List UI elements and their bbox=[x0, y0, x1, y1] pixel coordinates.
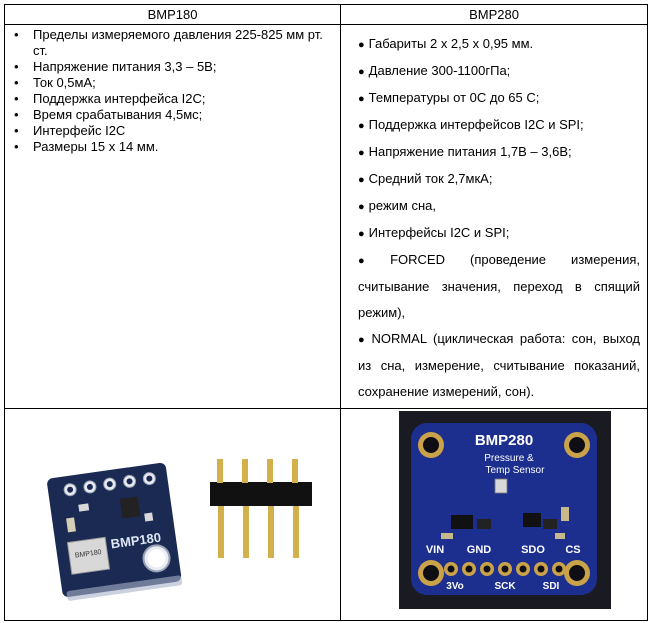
bmp180-chip bbox=[66, 536, 111, 575]
bmp280-image-cell: BMP280 Pressure & Temp Sensor VIN GND bbox=[340, 408, 648, 621]
list-item: ●Средний ток 2,7мкА; bbox=[358, 171, 493, 186]
list-item: ●Интерфейсы I2C и SPI; bbox=[358, 225, 510, 240]
list-item: Пределы измеряемого давления 225-825 мм … bbox=[14, 27, 332, 59]
bmp280-specs-cell: ●Габариты 2 х 2,5 х 0,95 мм. ●Давление 3… bbox=[340, 24, 648, 409]
list-item: Время срабатывания 4,5мс; bbox=[14, 107, 332, 123]
board-title: BMP280 bbox=[475, 432, 533, 449]
bmp280-pcb bbox=[411, 423, 597, 595]
header-row: BMP180 BMP280 bbox=[4, 4, 648, 25]
bmp180-spec-list: Пределы измеряемого давления 225-825 мм … bbox=[5, 27, 340, 155]
bmp280-spec-list: ●Габариты 2 х 2,5 х 0,95 мм. ●Давление 3… bbox=[341, 31, 647, 405]
bmp180-specs-cell: Пределы измеряемого давления 225-825 мм … bbox=[4, 24, 341, 409]
pin-label: SCK bbox=[494, 581, 516, 592]
list-item: ●NORMAL (циклическая работа: сон, выход … bbox=[358, 331, 640, 399]
bmp280-board-image: BMP280 Pressure & Temp Sensor VIN GND bbox=[399, 411, 611, 609]
pin-label: SDI bbox=[543, 581, 560, 592]
board-subtitle: Pressure & bbox=[484, 453, 534, 464]
list-item: ●Напряжение питания 1,7В – 3,6В; bbox=[358, 144, 572, 159]
list-item: ●Давление 300-1100гПа; bbox=[358, 63, 511, 78]
images-row: BMP180 BMP180 bbox=[4, 408, 648, 621]
comparison-table: BMP180 BMP280 Пределы измеряемого давлен… bbox=[4, 4, 648, 621]
pin-header-image bbox=[210, 459, 312, 558]
list-item: ●FORCED (проведение измерения, считывани… bbox=[358, 252, 640, 320]
list-item: ●Температуры от 0С до 65 С; bbox=[358, 90, 540, 105]
chip-label: BMP180 bbox=[75, 549, 103, 560]
list-item: Размеры 15 х 14 мм. bbox=[14, 139, 332, 155]
pin-label: VIN bbox=[426, 544, 444, 556]
header-bmp180: BMP180 bbox=[4, 4, 341, 25]
bmp180-board-image: BMP180 BMP180 bbox=[47, 459, 312, 601]
list-item: Поддержка интерфейса I2C; bbox=[14, 91, 332, 107]
pin-label: GND bbox=[467, 544, 492, 556]
pin-label: CS bbox=[565, 544, 580, 556]
list-item: Напряжение питания 3,3 – 5В; bbox=[14, 59, 332, 75]
list-item: ●режим сна, bbox=[358, 198, 436, 213]
list-item: ●Габариты 2 х 2,5 х 0,95 мм. bbox=[358, 36, 534, 51]
pin-label: SDO bbox=[521, 544, 545, 556]
board-silk-label: BMP180 bbox=[110, 530, 162, 552]
list-item: ●Поддержка интерфейсов I2C и SPI; bbox=[358, 117, 584, 132]
list-item: Ток 0,5мА; bbox=[14, 75, 332, 91]
header-bmp280: BMP280 bbox=[340, 4, 648, 25]
board-subtitle: Temp Sensor bbox=[486, 465, 546, 476]
list-item: Интерфейс I2C bbox=[14, 123, 332, 139]
bmp180-image-cell: BMP180 BMP180 bbox=[4, 408, 341, 621]
specs-row: Пределы измеряемого давления 225-825 мм … bbox=[4, 24, 648, 409]
pin-label: 3Vo bbox=[446, 581, 464, 592]
bmp280-sensor bbox=[494, 478, 508, 494]
